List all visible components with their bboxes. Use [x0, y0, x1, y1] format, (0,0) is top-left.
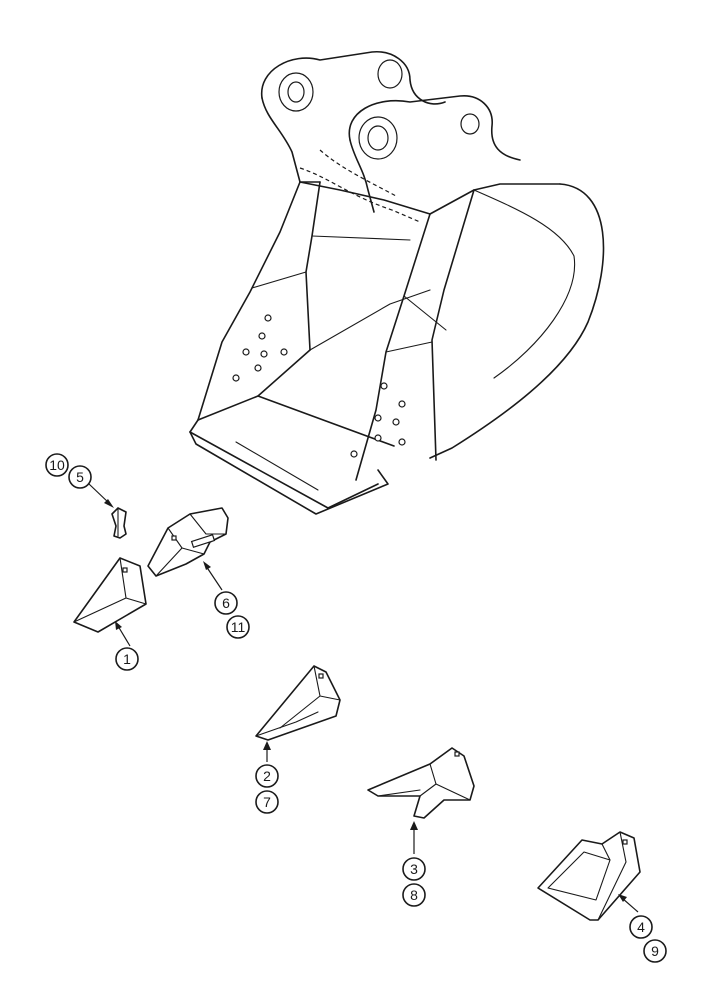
- callout-label: 3: [410, 861, 418, 877]
- twin-tiger-tooth-drawing: [367, 747, 475, 819]
- callout-2: 2: [255, 764, 279, 788]
- callout-label: 9: [651, 943, 659, 959]
- point-tooth-drawing: [255, 665, 341, 741]
- adapter-drawing: [147, 507, 229, 577]
- callout-9: 9: [643, 939, 667, 963]
- callout-label: 6: [222, 595, 230, 611]
- flat-tooth-drawing: [73, 557, 147, 633]
- callout-label: 11: [231, 619, 246, 635]
- callout-1: 1: [115, 647, 139, 671]
- spade-tooth-drawing: [537, 831, 641, 921]
- callout-label: 10: [49, 457, 65, 473]
- retainer-pin-drawing: [111, 507, 127, 539]
- callout-8: 8: [402, 883, 426, 907]
- callout-5: 5: [68, 465, 92, 489]
- callout-label: 5: [76, 469, 84, 485]
- callout-label: 8: [410, 887, 418, 903]
- callout-label: 2: [263, 768, 271, 784]
- callout-4: 4: [629, 915, 653, 939]
- callout-label: 7: [263, 794, 271, 810]
- callout-11: 11: [226, 615, 250, 639]
- callout-7: 7: [255, 790, 279, 814]
- callout-3: 3: [402, 857, 426, 881]
- callout-6: 6: [214, 591, 238, 615]
- callout-10: 10: [45, 453, 69, 477]
- callout-label: 4: [637, 919, 645, 935]
- bucket-drawing: [189, 51, 605, 515]
- callout-label: 1: [123, 651, 131, 667]
- leader-lines: [88, 483, 639, 913]
